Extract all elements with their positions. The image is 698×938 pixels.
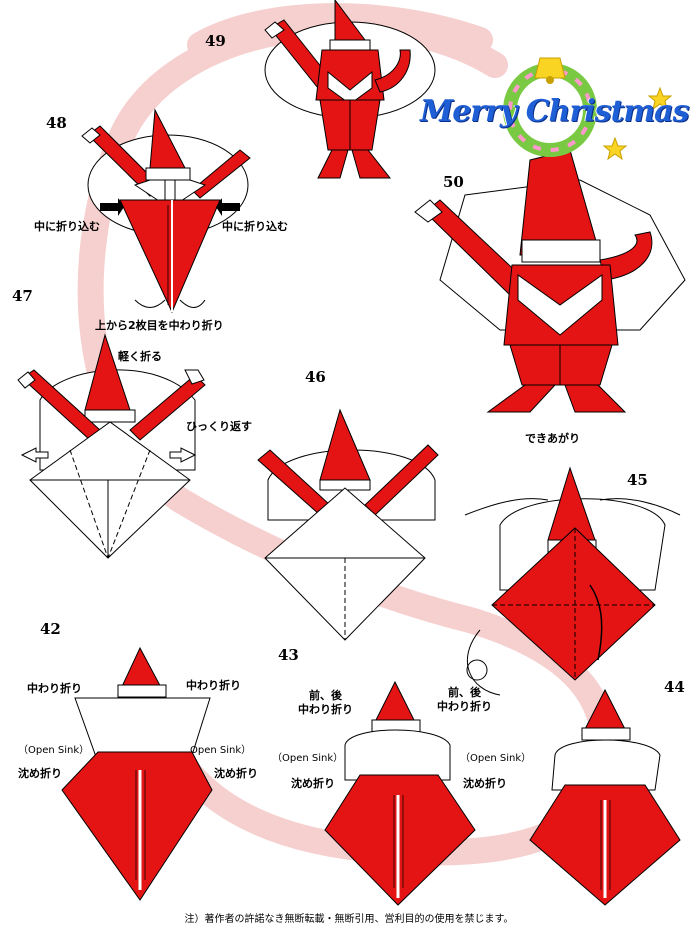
- wreath-icon: [503, 57, 673, 161]
- label-fold-in-right: 中に折り込む: [222, 220, 288, 233]
- step-45-figure: [464, 466, 681, 696]
- copyright-footer: 注）著作者の許諾なき無断転載・無断引用、営利目的の使用を禁じます。: [184, 914, 514, 925]
- label-43-sink-left: 沈め折り: [291, 777, 335, 790]
- label-43-front-back-right: 前、後 中わり折り: [437, 686, 492, 714]
- label-43-open-sink-left: （Open Sink）: [272, 753, 344, 764]
- label-43-front-back-right-line1: 前、後: [448, 686, 481, 699]
- step-number-42: 42: [40, 620, 61, 638]
- label-42-inside-reverse-right: 中わり折り: [186, 679, 241, 692]
- label-43-sink-right: 沈め折り: [463, 777, 507, 790]
- label-42-open-sink-left: （Open Sink）: [18, 745, 90, 756]
- label-43-open-sink-right: （Open Sink）: [460, 753, 532, 764]
- step-number-48: 48: [46, 114, 67, 132]
- label-42-sink-right: 沈め折り: [214, 767, 258, 780]
- step-42-figure: [61, 646, 213, 901]
- step-number-50: 50: [443, 173, 464, 191]
- label-light-fold: 軽く折る: [118, 350, 162, 363]
- step-number-47: 47: [12, 287, 33, 305]
- step-48-figure: [81, 108, 251, 314]
- step-49-figure: [264, 0, 436, 179]
- label-43-front-back-left: 前、後 中わり折り: [298, 689, 353, 717]
- label-inside-reverse-second: 上から2枚目を中わり折り: [95, 319, 224, 332]
- label-43-front-back-left-line1: 前、後: [309, 689, 342, 702]
- step-number-43: 43: [278, 646, 299, 664]
- label-42-open-sink-right: Open Sink）: [190, 745, 252, 756]
- step-number-44: 44: [664, 678, 685, 696]
- label-43-front-back-right-line2: 中わり折り: [437, 699, 492, 713]
- step-number-45: 45: [627, 471, 648, 489]
- label-done: できあがり: [525, 432, 580, 445]
- merry-christmas-logo: Merry Christmas: [420, 94, 689, 129]
- label-turn-over: ひっくり返す: [186, 420, 252, 433]
- label-fold-in-left: 中に折り込む: [34, 220, 100, 233]
- step-46-figure: [257, 408, 439, 641]
- step-50-figure: [414, 149, 686, 413]
- step-number-49: 49: [205, 32, 226, 50]
- ribbon-loop-top: [187, 3, 493, 58]
- step-44-figure: [529, 688, 681, 906]
- step-43-figure: [324, 680, 476, 906]
- label-43-front-back-left-line2: 中わり折り: [298, 702, 353, 716]
- label-42-sink-left: 沈め折り: [18, 767, 62, 780]
- step-number-46: 46: [305, 368, 326, 386]
- step-47-figure: [17, 333, 206, 559]
- label-42-inside-reverse-left: 中わり折り: [27, 682, 82, 695]
